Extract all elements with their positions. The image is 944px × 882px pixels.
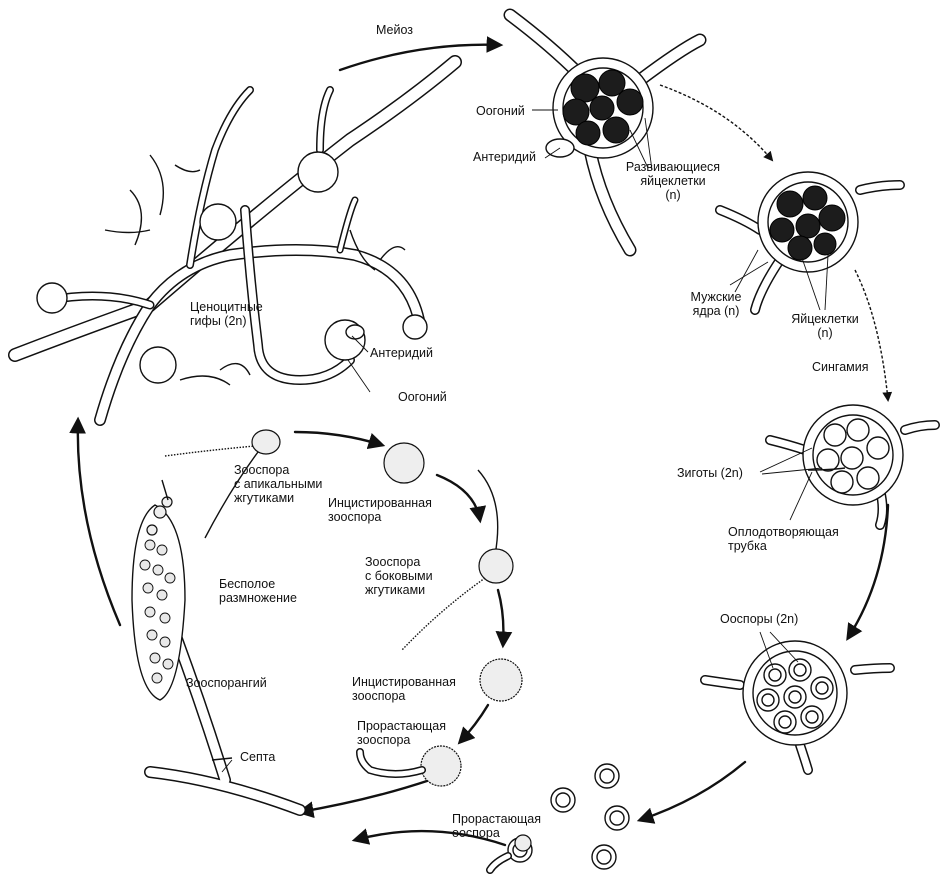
arrow-encyst-to-germ xyxy=(457,703,490,745)
label-zoospore-apical: Зооспора с апикальными жгутиками xyxy=(234,463,323,505)
label-oogonium-left: Оогоний xyxy=(398,390,447,404)
label-zygotes: Зиготы (2n) xyxy=(677,466,743,480)
label-septum: Септа xyxy=(240,750,276,764)
arrow-germ-zoospore-to-hypha xyxy=(296,778,432,819)
arrow-to-eggs xyxy=(659,84,774,162)
arrow-to-lateral xyxy=(435,473,487,524)
zoosporangium-group xyxy=(131,479,306,816)
label-germinating-zoospore: Прорастающая зооспора xyxy=(357,719,446,747)
label-asexual-reproduction: Бесполое размножение xyxy=(219,577,297,605)
zygotes-oogonium xyxy=(765,404,940,530)
label-developing-eggs: Развивающиеся яйцеклетки (n) xyxy=(625,160,721,202)
arrow-syngamy xyxy=(854,269,893,402)
leader-lines xyxy=(221,109,829,773)
label-meiosis: Мейоз xyxy=(376,23,414,37)
arrow-to-oospores xyxy=(846,503,890,641)
label-oogonium-top: Оогоний xyxy=(476,104,525,118)
label-male-nuclei: Мужские ядра (n) xyxy=(690,290,742,318)
label-zoosporangium: Зооспорангий xyxy=(186,676,267,690)
arrow-to-mycelium xyxy=(69,416,122,627)
asexual-stages xyxy=(164,429,532,852)
cycle-arrows xyxy=(69,36,893,847)
arrow-to-release xyxy=(636,760,747,824)
label-germinating-oospore: Прорастающая ооспора xyxy=(452,812,541,840)
label-oospores: Ооспоры (2n) xyxy=(720,612,799,626)
label-antheridium-left: Антеридий xyxy=(370,346,433,360)
arrow-germ-oospore xyxy=(351,828,507,847)
arrow-zoospore-encyst xyxy=(293,430,386,450)
label-antheridium-top: Антеридий xyxy=(473,150,536,164)
label-encysted-zoospore-2: Инцистированная зооспора xyxy=(352,675,456,703)
oospores-oogonium xyxy=(700,640,895,775)
oogonium-eggs xyxy=(715,171,905,315)
label-coenocytic-hyphae: Ценоцитные гифы (2n) xyxy=(190,300,263,328)
oogonium-top xyxy=(503,8,707,257)
released-oospores xyxy=(486,763,630,874)
arrow-lateral-to-encyst xyxy=(495,588,513,649)
arrow-meiosis xyxy=(338,36,504,72)
label-eggs: Яйцеклетки (n) xyxy=(791,312,859,340)
label-encysted-zoospore-1: Инцистированная зооспора xyxy=(328,496,432,524)
label-fert-tube: Оплодотворяющая трубка xyxy=(728,525,839,553)
label-zoospore-lateral: Зооспора с боковыми жгутиками xyxy=(365,555,433,597)
label-syngamy: Сингамия xyxy=(812,360,869,374)
mycelium xyxy=(8,55,462,426)
